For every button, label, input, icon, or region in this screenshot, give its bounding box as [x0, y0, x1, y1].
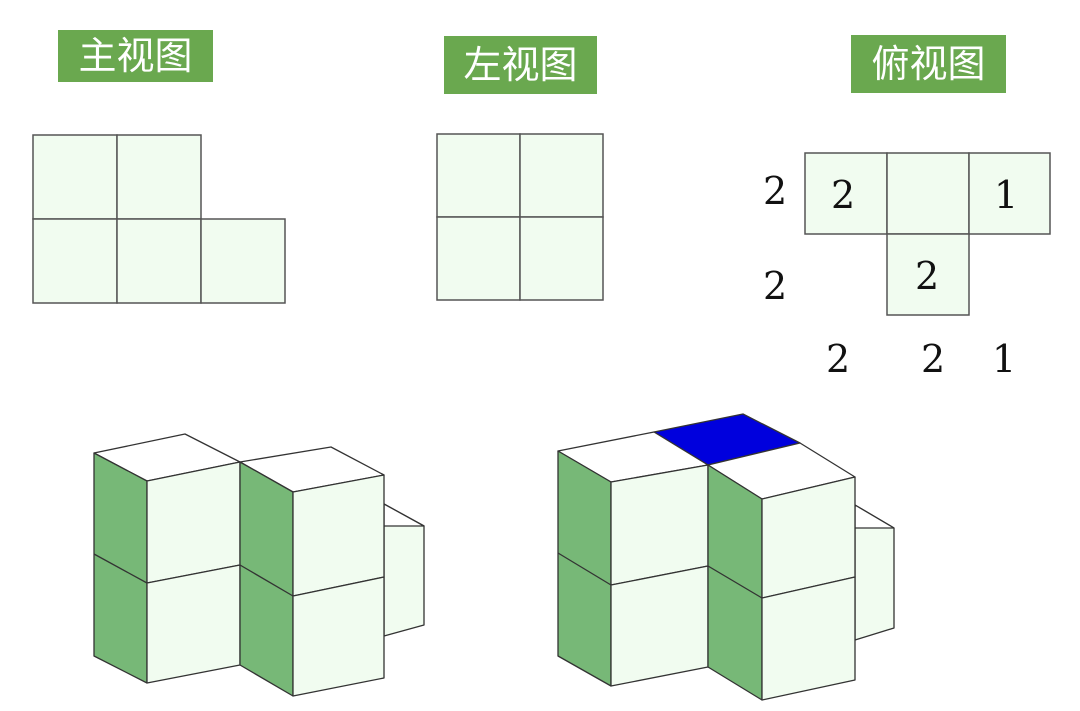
cube-face	[610, 565, 709, 687]
cube-face	[239, 446, 385, 493]
left-view-square	[519, 133, 604, 218]
top-view-square	[886, 152, 970, 235]
cube-face	[292, 576, 385, 697]
cube-face	[854, 504, 895, 529]
top-view-title: 俯视图	[851, 35, 1006, 93]
left-view-title: 左视图	[444, 36, 597, 94]
highlighted-top-face	[653, 413, 801, 466]
front-view-square	[116, 134, 202, 220]
cube-face	[383, 503, 425, 637]
top-view-col-label: 1	[992, 337, 1017, 381]
cube-face	[761, 576, 856, 701]
cube-face	[239, 461, 294, 697]
top-view-cell-count: 1	[994, 173, 1019, 217]
front-view-title: 主视图	[58, 30, 213, 82]
cube-face	[707, 442, 856, 500]
top-view-col-label: 2	[826, 337, 851, 381]
top-view-cell-count: 2	[831, 173, 856, 217]
left-view-square	[436, 133, 521, 218]
cube-face	[707, 464, 763, 701]
top-view-row-label: 2	[763, 264, 788, 308]
cube-face	[146, 461, 241, 584]
cube-face	[93, 433, 241, 482]
cube-face	[383, 503, 425, 527]
cube-face	[610, 464, 709, 586]
cube-face	[557, 431, 709, 483]
front-view-square	[116, 218, 202, 304]
left-view-square	[519, 216, 604, 301]
top-view-cell-count: 2	[915, 254, 940, 298]
cube-face	[146, 564, 241, 684]
cube-face	[557, 450, 612, 687]
top-view-row-label: 2	[763, 169, 788, 213]
cube-face	[761, 476, 856, 599]
top-view-col-label: 2	[921, 337, 946, 381]
cube-face	[854, 504, 895, 641]
front-view-square	[32, 134, 118, 220]
front-view-square	[32, 218, 118, 304]
cube-face	[292, 474, 385, 597]
cube-face	[93, 452, 148, 684]
left-view-square	[436, 216, 521, 301]
front-view-square	[200, 218, 286, 304]
